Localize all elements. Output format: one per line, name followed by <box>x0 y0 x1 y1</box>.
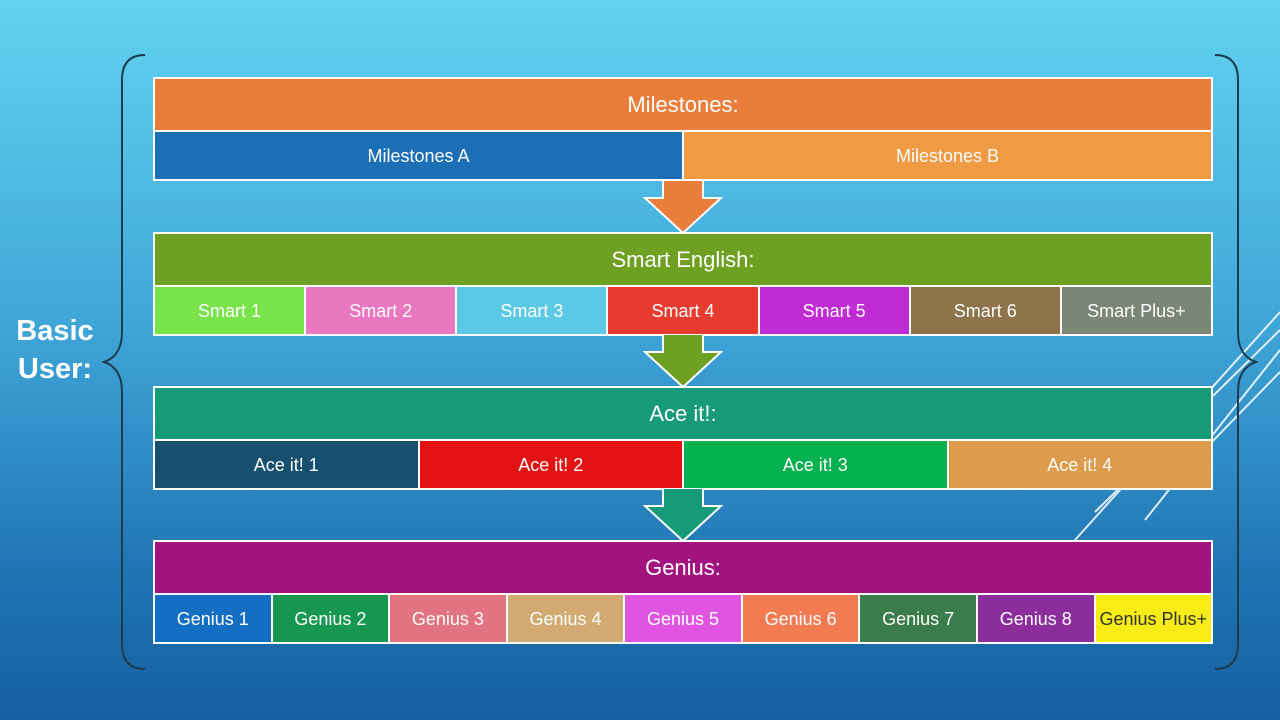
arrow-down-icon <box>643 488 723 542</box>
section-row: Milestones A Milestones B <box>155 132 1211 179</box>
level-box: Genius 6 <box>742 595 859 642</box>
section-row: Ace it! 1 Ace it! 2 Ace it! 3 Ace it! 4 <box>155 441 1211 488</box>
section-genius: Genius: Genius 1 Genius 2 Genius 3 Geniu… <box>153 540 1213 644</box>
level-box: Ace it! 3 <box>684 441 947 488</box>
level-box: Smart 4 <box>608 287 758 334</box>
level-box: Smart Plus+ <box>1061 287 1211 334</box>
arrow-down-icon <box>643 334 723 388</box>
level-box: Ace it! 2 <box>419 441 682 488</box>
level-box: Genius Plus+ <box>1095 595 1212 642</box>
section-header: Genius: <box>155 542 1211 595</box>
section-row: Smart 1 Smart 2 Smart 3 Smart 4 Smart 5 … <box>155 287 1211 334</box>
level-box: Genius 2 <box>272 595 389 642</box>
section-ace-it: Ace it!: Ace it! 1 Ace it! 2 Ace it! 3 A… <box>153 386 1213 490</box>
section-header: Ace it!: <box>155 388 1211 441</box>
section-smart-english: Smart English: Smart 1 Smart 2 Smart 3 S… <box>153 232 1213 336</box>
level-box: Smart 3 <box>457 287 607 334</box>
level-box: Genius 7 <box>860 595 976 642</box>
section-milestones: Milestones: Milestones A Milestones B <box>153 77 1213 181</box>
level-box: Smart 1 <box>155 287 305 334</box>
basic-user-label: Basic User: <box>16 315 94 385</box>
right-brace <box>1214 54 1260 670</box>
section-row: Genius 1 Genius 2 Genius 3 Genius 4 Geni… <box>155 595 1212 642</box>
level-box: Genius 4 <box>507 595 624 642</box>
section-header: Smart English: <box>155 234 1211 287</box>
level-box: Milestones A <box>155 132 682 179</box>
level-box: Ace it! 4 <box>948 441 1211 488</box>
level-box: Genius 5 <box>625 595 741 642</box>
level-box: Ace it! 1 <box>155 441 418 488</box>
level-box: Genius 1 <box>155 595 271 642</box>
left-brace <box>100 54 146 670</box>
level-box: Smart 2 <box>306 287 456 334</box>
level-box: Genius 8 <box>977 595 1094 642</box>
section-header: Milestones: <box>155 79 1211 132</box>
level-box: Genius 3 <box>390 595 506 642</box>
arrow-down-icon <box>643 180 723 234</box>
level-box: Milestones B <box>684 132 1211 179</box>
level-box: Smart 6 <box>910 287 1060 334</box>
level-box: Smart 5 <box>759 287 909 334</box>
